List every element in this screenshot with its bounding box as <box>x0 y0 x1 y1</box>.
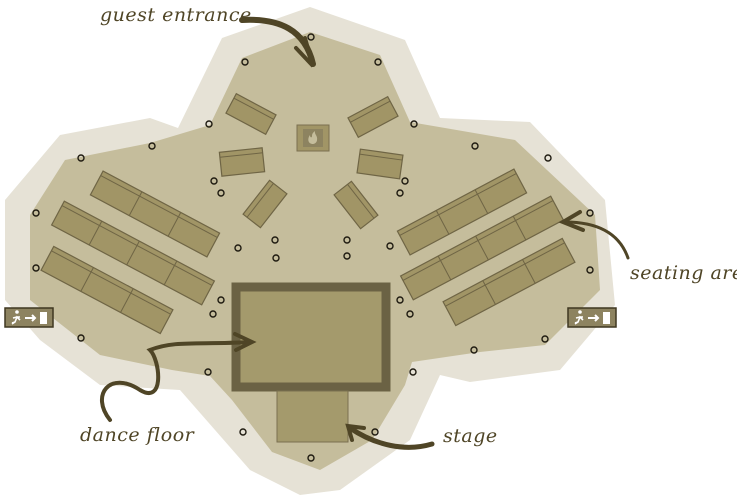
dance-floor <box>231 282 391 392</box>
column-post <box>209 310 217 318</box>
column-post <box>77 334 85 342</box>
table <box>225 92 277 136</box>
column-post <box>217 296 225 304</box>
column-post <box>586 266 594 274</box>
column-post <box>77 154 85 162</box>
column-post <box>409 368 417 376</box>
exit-sign-right <box>567 307 617 328</box>
table <box>333 180 379 230</box>
label-stage: stage <box>443 425 498 447</box>
column-post <box>32 264 40 272</box>
columns <box>32 33 594 462</box>
column-post <box>307 33 315 41</box>
column-post <box>471 142 479 150</box>
tables <box>40 92 576 335</box>
column-post <box>205 120 213 128</box>
table <box>356 148 404 180</box>
column-post <box>586 209 594 217</box>
arrow-seating-area <box>563 220 630 260</box>
column-post <box>210 177 218 185</box>
column-post <box>544 154 552 162</box>
column-post <box>217 189 225 197</box>
table <box>218 147 266 177</box>
column-post <box>406 310 414 318</box>
fireplace <box>296 124 330 152</box>
annotation-arrows <box>99 16 630 450</box>
column-post <box>32 209 40 217</box>
column-post <box>386 242 394 250</box>
emergency-exit-running-man-icon <box>574 310 610 325</box>
column-post <box>272 254 280 262</box>
column-post <box>371 428 379 436</box>
fire-icon <box>308 131 318 144</box>
emergency-exit-running-man-icon <box>11 310 47 325</box>
exit-sign-left <box>4 307 54 328</box>
column-post <box>148 142 156 150</box>
column-post <box>239 428 247 436</box>
column-post <box>234 244 242 252</box>
column-post <box>241 58 249 66</box>
table <box>396 168 528 256</box>
stage <box>276 390 349 443</box>
label-seating-area: seating area <box>630 262 737 284</box>
column-post <box>343 236 351 244</box>
table <box>442 237 576 327</box>
column-post <box>374 58 382 66</box>
column-post <box>396 189 404 197</box>
table <box>89 170 221 258</box>
column-post <box>470 346 478 354</box>
column-post <box>204 368 212 376</box>
label-dance-floor: dance floor <box>80 424 195 446</box>
column-post <box>410 120 418 128</box>
table <box>399 195 565 301</box>
column-post <box>343 252 351 260</box>
column-post <box>401 177 409 185</box>
label-guest-entrance: guest entrance <box>100 4 252 26</box>
venue-floor <box>30 32 600 470</box>
column-post <box>396 296 404 304</box>
table <box>40 245 174 335</box>
arrow-stage <box>347 425 435 450</box>
column-post <box>541 335 549 343</box>
table <box>347 95 399 139</box>
table <box>50 200 216 306</box>
table <box>242 179 288 229</box>
column-post <box>307 454 315 462</box>
column-post <box>271 236 279 244</box>
arrow-dance-floor <box>99 340 252 422</box>
